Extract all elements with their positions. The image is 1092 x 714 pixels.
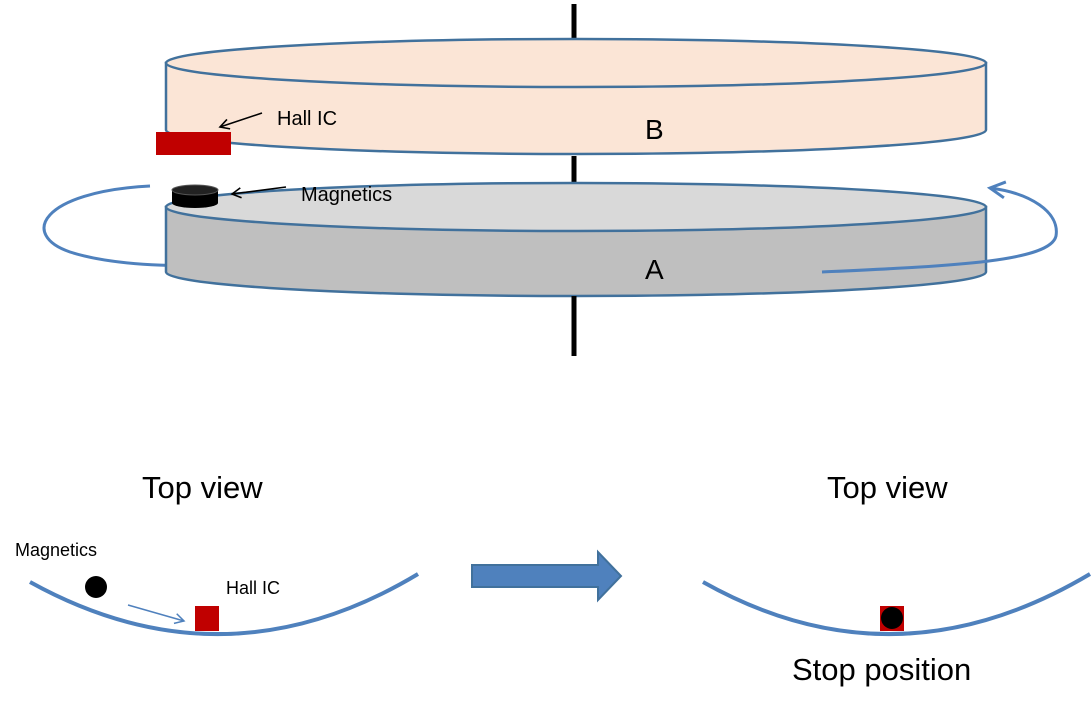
top-view-left-magnet <box>85 576 107 598</box>
rotation-arrow-right <box>821 180 1058 274</box>
transition-arrow <box>471 549 623 603</box>
top-view-left-hall-ic-label: Hall IC <box>226 578 280 598</box>
top-view-left-arc <box>29 572 420 637</box>
disk-a: A <box>164 181 988 298</box>
top-view-left-hall-ic <box>195 606 219 631</box>
top-view-right-title: Top view <box>827 470 948 505</box>
top-view-left-motion-arrow <box>127 604 186 625</box>
top-view-left-magnetics-label: Magnetics <box>15 540 97 560</box>
magnet-cylinder <box>171 184 219 208</box>
magnetics-label: Magnetics <box>301 184 392 206</box>
top-view-right-arc <box>702 572 1092 637</box>
magnetics-pointer-arrow <box>230 186 287 199</box>
hall-ic-pointer-arrow <box>218 112 263 130</box>
disk-b-label: B <box>645 114 664 145</box>
disk-a-top <box>164 181 988 233</box>
top-view-left-title: Top view <box>142 470 263 505</box>
disk-b-top <box>164 37 988 89</box>
disk-a-side <box>164 205 988 298</box>
top-view-right-magnet <box>881 607 903 629</box>
hall-ic-block <box>156 132 231 155</box>
disk-a-label: A <box>645 254 664 285</box>
disk-b: B <box>164 37 988 156</box>
stop-position-caption: Stop position <box>792 652 971 687</box>
hall-ic-label: Hall IC <box>277 108 337 130</box>
